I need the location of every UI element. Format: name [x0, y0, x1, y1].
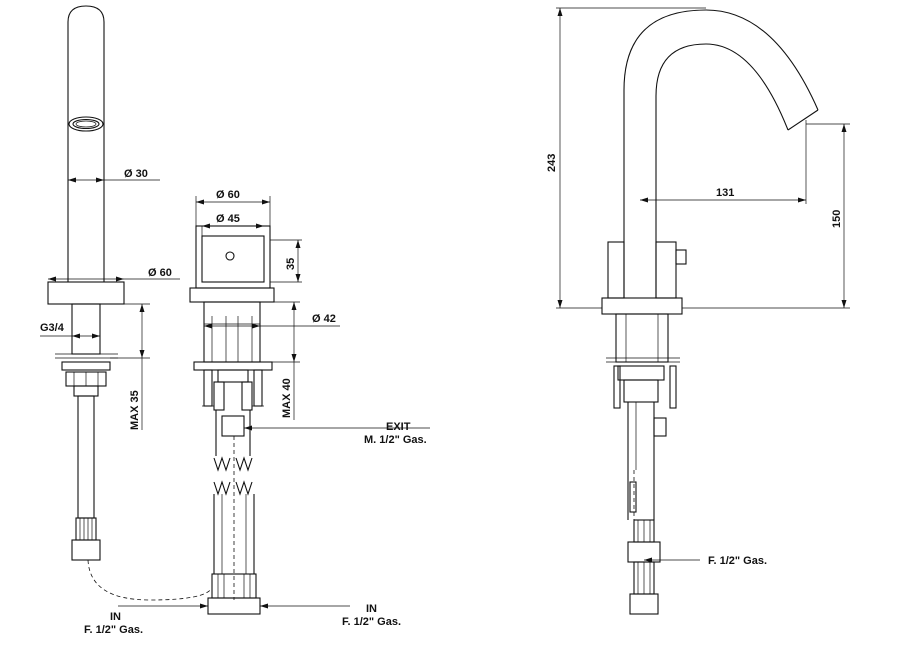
- side-handle-right: [655, 241, 677, 299]
- dim-base-diameter-front: Ø 60: [148, 267, 172, 279]
- side-handle-knob: [675, 249, 687, 265]
- hose-routing: [87, 559, 213, 601]
- side-inlet-nut: [629, 593, 659, 615]
- side-view: 243 131 150 F. 1/2" Gas.: [546, 7, 850, 615]
- label-in-right-title: IN: [366, 603, 377, 615]
- label-in-right-spec: F. 1/2" Gas.: [342, 616, 401, 628]
- dim-max35: MAX 35: [129, 390, 141, 430]
- front-hose-nut: [71, 539, 101, 561]
- handle-body: [195, 225, 271, 289]
- dim-height-total: 243: [546, 154, 558, 172]
- mixer-inlet-nuts: [207, 597, 261, 615]
- front-hose-end: [75, 517, 97, 541]
- mixer-body: [203, 301, 261, 363]
- label-in-left-title: IN: [110, 611, 121, 623]
- dim-outlet-height: 150: [831, 210, 843, 228]
- gooseneck-inner: [655, 43, 789, 298]
- spout-tube: [67, 5, 105, 282]
- label-exit-spec: M. 1/2" Gas.: [364, 434, 427, 446]
- spout-outlet: [787, 109, 819, 131]
- dim-handle-inner: Ø 45: [216, 213, 240, 225]
- handle-base: [189, 287, 275, 303]
- side-base: [601, 297, 683, 315]
- dim-body-diameter: Ø 42: [312, 313, 336, 325]
- handle-inner: [201, 235, 265, 283]
- side-handle-left: [607, 241, 625, 299]
- front-base: [47, 281, 125, 305]
- mixer-plate: [193, 361, 273, 371]
- dim-reach: 131: [716, 187, 734, 199]
- dim-handle-outer: Ø 60: [216, 189, 240, 201]
- side-body: [615, 313, 669, 363]
- front-shank: [71, 303, 101, 355]
- dim-max40: MAX 40: [281, 378, 293, 418]
- aerator-outer: [68, 116, 104, 132]
- side-exit-fitting: [653, 417, 667, 437]
- front-hose: [77, 395, 95, 519]
- mixer-view: Ø 60 Ø 45 35 Ø 42 MAX 40 EXIT M. 1/2" Ga…: [84, 189, 430, 636]
- side-inlet-fitting: [627, 541, 661, 563]
- label-side-inlet-spec: F. 1/2" Gas.: [708, 555, 767, 567]
- label-exit-title: EXIT: [386, 421, 411, 433]
- aerator-inner: [72, 118, 100, 130]
- label-in-left-spec: F. 1/2" Gas.: [84, 624, 143, 636]
- gooseneck-outer: [623, 9, 819, 298]
- aerator-core: [75, 120, 97, 128]
- exit-fitting: [221, 415, 245, 437]
- dim-handle-height: 35: [285, 258, 297, 270]
- handle-hole: [225, 251, 235, 261]
- dim-spout-diameter: Ø 30: [124, 168, 148, 180]
- dim-thread: G3/4: [40, 322, 65, 334]
- front-washer: [61, 361, 111, 371]
- front-view: Ø 30 Ø 60 G3/4 MAX 35: [40, 5, 213, 601]
